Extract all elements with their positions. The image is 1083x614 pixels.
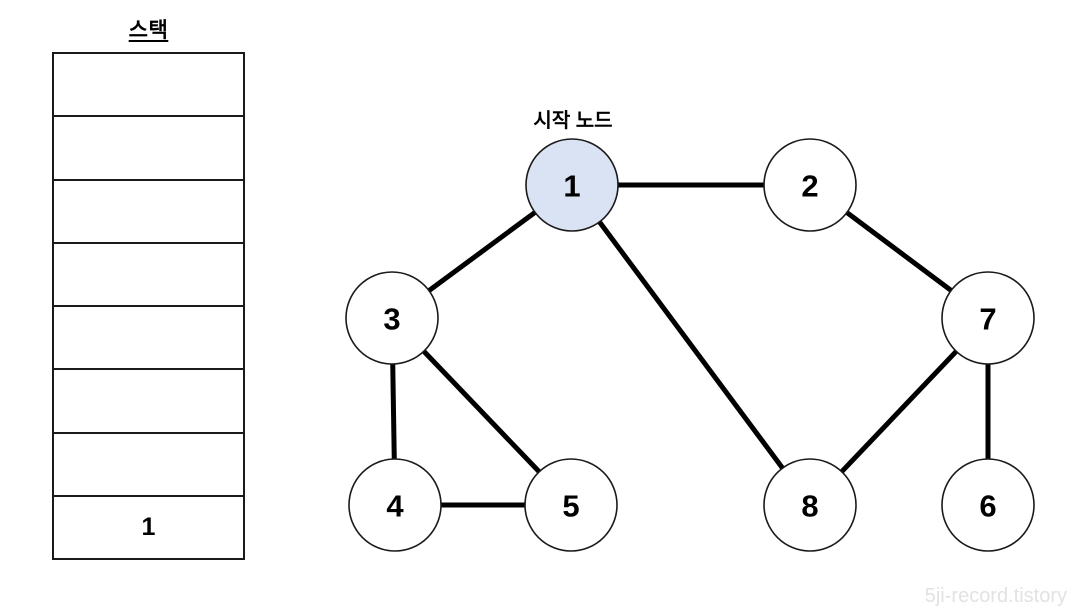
graph-edge-1-8 [597, 220, 785, 470]
stack-cell [54, 117, 243, 181]
graph-edge-1-3 [427, 210, 537, 293]
graph-node-circle-6[interactable] [941, 458, 1035, 552]
graph-node-4[interactable]: 4 [348, 458, 442, 552]
graph-node-label-7: 7 [979, 302, 996, 337]
graph-node-label-6: 6 [979, 489, 996, 524]
graph-node-label-5: 5 [562, 489, 579, 524]
graph-node-7[interactable]: 7 [941, 271, 1035, 365]
graph-node-label-2: 2 [801, 169, 818, 204]
graph-node-label-4: 4 [386, 489, 404, 524]
graph-node-2[interactable]: 2 [763, 138, 857, 232]
graph-edge-3-5 [422, 349, 541, 474]
stack-cell [54, 307, 243, 371]
graph-node-1[interactable]: 1 [525, 138, 619, 232]
graph-node-circle-1[interactable] [525, 138, 619, 232]
stack-cell [54, 244, 243, 307]
stack-table: 1 [52, 52, 245, 560]
start-node-caption: 시작 노드 [533, 110, 613, 132]
stack-cell [54, 434, 243, 497]
graph-node-circle-4[interactable] [348, 458, 442, 552]
graph-node-circle-7[interactable] [941, 271, 1035, 365]
graph-node-3[interactable]: 3 [345, 271, 439, 365]
graph-edge-2-7 [845, 210, 953, 293]
graph-node-circle-3[interactable] [345, 271, 439, 365]
graph-edge-3-4 [390, 363, 397, 460]
graph-node-label-3: 3 [383, 302, 400, 337]
graph-node-label-8: 8 [801, 489, 818, 524]
stack-panel: 스택 1 [52, 20, 245, 560]
graph-edge-layer [390, 182, 991, 508]
graph-edge-7-8 [839, 349, 959, 474]
graph-node-5[interactable]: 5 [524, 458, 618, 552]
stack-cell [54, 370, 243, 434]
graph-node-label-1: 1 [563, 169, 580, 204]
graph-node-layer: 1 2 3 7 4 5 8 6 [345, 138, 1035, 552]
graph-node-6[interactable]: 6 [941, 458, 1035, 552]
stack-cell [54, 54, 243, 118]
graph-node-circle-2[interactable] [763, 138, 857, 232]
graph-node-circle-5[interactable] [524, 458, 618, 552]
graph-node-8[interactable]: 8 [763, 458, 857, 552]
watermark: 5ji-record.tistory [924, 585, 1067, 607]
stack-title: 스택 [128, 19, 169, 42]
stack-cell: 1 [141, 512, 156, 541]
stack-cell [54, 181, 243, 244]
graph-node-circle-8[interactable] [763, 458, 857, 552]
